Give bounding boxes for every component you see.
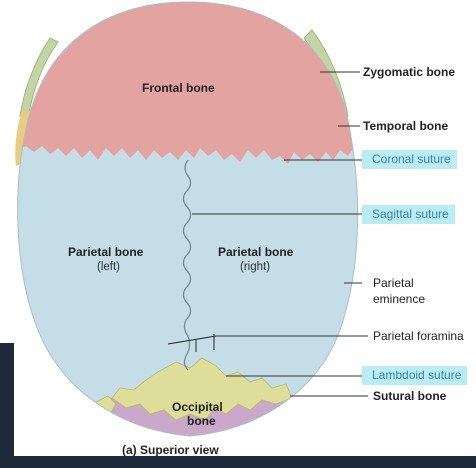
sagittal-callout: Sagittal suture xyxy=(362,205,455,224)
sutural-callout: Sutural bone xyxy=(373,389,447,403)
parietal-left-label: Parietal bone xyxy=(68,245,144,259)
frontal-bone xyxy=(17,2,358,164)
lambdoid-callout: Lambdoid suture xyxy=(362,366,468,385)
parietal-right-label: Parietal bone xyxy=(218,245,294,259)
skull-outline xyxy=(17,1,359,437)
sagittal-suture xyxy=(182,159,192,371)
foramina-callout: Parietal foramina xyxy=(373,329,464,343)
eminence-callout-line2: eminence xyxy=(373,292,426,306)
occipital-label-line2: bone xyxy=(187,414,216,428)
zygomatic-callout: Zygomatic bone xyxy=(363,65,456,79)
temporal-callout: Temporal bone xyxy=(363,119,449,133)
frame-left-band xyxy=(0,343,14,468)
parietal-foramina-marker xyxy=(167,334,217,352)
sutural-bone xyxy=(111,357,293,421)
parietal-right-sub: (right) xyxy=(240,261,271,273)
figure-caption: (a) Superior view xyxy=(122,443,219,457)
parietal-left-sub: (left) xyxy=(97,261,120,273)
frontal-bone-label: Frontal bone xyxy=(142,81,215,95)
eminence-callout-line1: Parietal xyxy=(373,276,414,290)
occipital-label-line1: Occipital xyxy=(172,400,223,414)
leader-lines xyxy=(192,71,368,397)
coronal-callout: Coronal suture xyxy=(362,150,457,169)
frame-bottom-band xyxy=(0,456,476,468)
